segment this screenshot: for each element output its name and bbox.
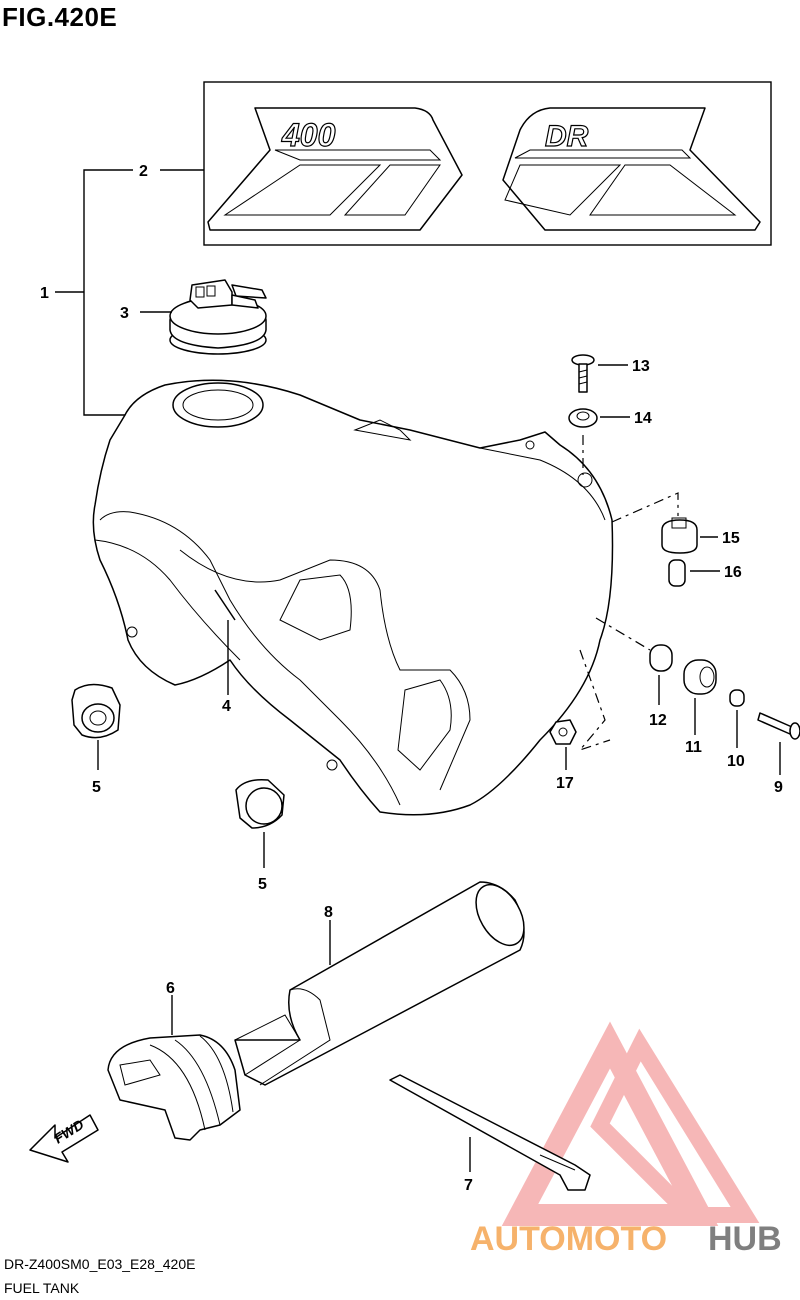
diagram-name: FUEL TANK [4,1280,80,1296]
decal-set: 400 DR [203,81,772,246]
decal-right [502,107,761,231]
callout-10: 10 [727,753,745,770]
leader-1-2-bracket [83,169,133,416]
bolt-13 [571,354,595,393]
callout-2: 2 [139,163,148,180]
callout-12: 12 [649,712,667,729]
callout-labels: 1 2 3 4 5 5 6 7 8 9 10 11 12 13 14 15 16… [40,163,783,1194]
fuel-cap [169,279,267,355]
collar-16 [668,559,686,587]
watermark-triangle-inner [590,1028,760,1223]
callout-11: 11 [685,739,702,756]
watermark-text-part1: AUTOMOTO [470,1220,667,1258]
watermark-logo [501,1021,760,1226]
protector-6 [107,1034,241,1141]
callout-1: 1 [40,285,49,302]
fuel-tank [92,379,614,816]
nut-17 [549,719,577,745]
cushion-12 [649,644,673,672]
cushion-5a [71,683,121,739]
diagram-code: DR-Z400SM0_E03_E28_420E [4,1256,196,1272]
bolt-9 [757,712,800,740]
callout-16: 16 [724,564,742,581]
callout-17: 17 [556,775,574,792]
callout-7: 7 [464,1177,473,1194]
decal-left [207,107,463,231]
collar-10 [729,689,745,707]
callout-15: 15 [722,530,740,547]
figure-title: FIG.420E [2,2,118,32]
cushion-5b [235,778,285,829]
callout-9: 9 [774,779,783,796]
watermark-text: AUTOMOTO HUB [470,1220,782,1258]
callout-5b: 5 [258,876,267,893]
fwd-arrow: FWD [29,1114,99,1163]
callout-3: 3 [120,305,129,322]
watermark-text-part2: HUB [708,1220,782,1258]
grommet-14 [568,408,598,428]
cable-tie-7 [389,1074,591,1191]
callout-13: 13 [632,358,650,375]
callout-5a: 5 [92,779,101,796]
callout-8: 8 [324,904,333,921]
decal-frame [203,81,772,246]
decal-left-text: 400 [281,117,336,153]
cushion-11 [683,659,717,695]
callout-4: 4 [222,698,231,715]
watermark-triangle [501,1021,719,1226]
callout-6: 6 [166,980,175,997]
decal-right-text: DR [545,120,589,153]
callout-14: 14 [634,410,652,427]
cushion-15 [661,517,698,554]
cover-8 [234,881,525,1086]
